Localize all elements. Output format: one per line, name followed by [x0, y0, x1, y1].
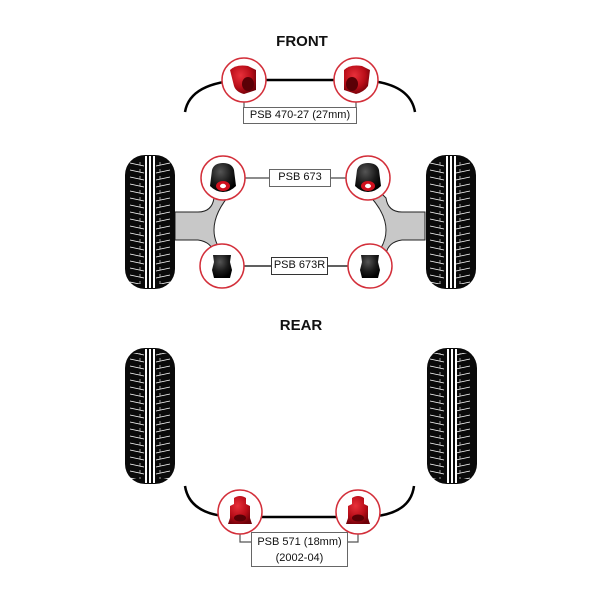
wishbone-rear-bush-left — [199, 243, 245, 289]
part-code: PSB 673R — [273, 259, 326, 271]
rear-arb-bush-left — [217, 489, 263, 535]
rear-left-wheel — [125, 348, 175, 484]
front-arb-bush-right — [333, 57, 379, 103]
front-heading: FRONT — [276, 33, 328, 50]
label-front-antiroll-bar: PSB 470-27 (27mm) — [243, 107, 357, 124]
part-code: PSB 571 (18mm) — [257, 536, 342, 548]
wishbone-rear-bush-right — [347, 243, 393, 289]
rear-arb-bush-right — [335, 489, 381, 535]
front-antiroll-bar — [183, 78, 417, 113]
part-years: (2002-04) — [275, 552, 324, 564]
front-right-wheel — [426, 155, 476, 289]
rear-heading: REAR — [279, 317, 323, 334]
part-code: PSB 470-27 (27mm) — [249, 109, 351, 121]
label-front-wishbone-front: PSB 673 — [269, 169, 331, 187]
front-left-wishbone — [174, 191, 234, 263]
rear-right-wheel — [427, 348, 477, 484]
wishbone-front-bush-left — [200, 155, 246, 201]
front-left-wheel — [125, 155, 175, 289]
front-arb-bush-left — [221, 57, 267, 103]
part-code: PSB 673 — [278, 171, 322, 183]
wishbone-front-bush-right — [345, 155, 391, 201]
front-right-wishbone — [364, 191, 426, 263]
rear-antiroll-bar — [183, 485, 416, 519]
label-rear-antiroll-bar: PSB 571 (18mm) (2002-04) — [251, 532, 348, 567]
label-front-wishbone-rear: PSB 673R — [271, 257, 328, 275]
